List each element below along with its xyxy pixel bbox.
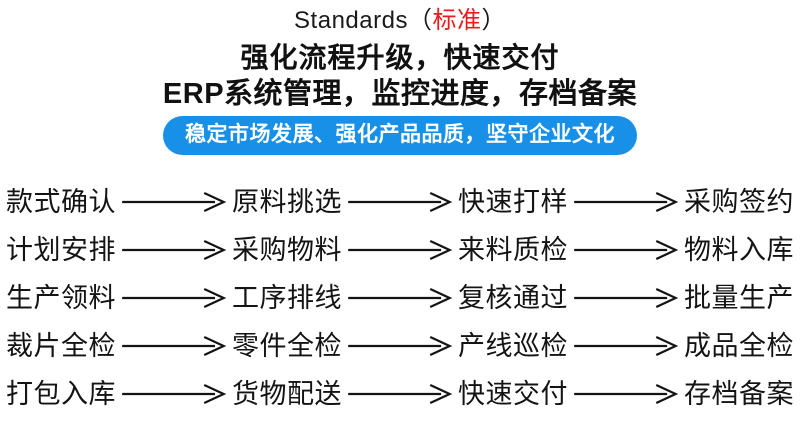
headline-line-2: ERP系统管理，监控进度，存档备案 bbox=[162, 78, 638, 110]
page-title-paren-close: ） bbox=[481, 7, 506, 34]
arrow-right-icon bbox=[568, 331, 684, 361]
flow-row: 生产领料 工序排线 复核通过 批量生产 bbox=[0, 274, 800, 322]
arrow-right-icon bbox=[116, 331, 232, 361]
flow-step: 存档备案 bbox=[684, 379, 794, 409]
flow-step: 产线巡检 bbox=[458, 331, 568, 361]
arrow-right-icon bbox=[568, 187, 684, 217]
flow-step: 快速打样 bbox=[458, 187, 568, 217]
arrow-right-icon bbox=[116, 283, 232, 313]
flow-step: 原料挑选 bbox=[232, 187, 342, 217]
arrow-right-icon bbox=[342, 331, 458, 361]
arrow-right-icon bbox=[342, 235, 458, 265]
arrow-right-icon bbox=[116, 379, 232, 409]
flow-step: 采购物料 bbox=[232, 235, 342, 265]
slogan-banner: 稳定市场发展、强化产品品质，坚守企业文化 bbox=[163, 116, 637, 155]
page-title-paren-open: （ bbox=[407, 7, 433, 34]
flow-row: 款式确认 原料挑选 快速打样 采购签约 bbox=[0, 178, 800, 226]
flow-step: 工序排线 bbox=[232, 283, 342, 313]
flow-step: 货物配送 bbox=[232, 379, 342, 409]
flow-step: 裁片全检 bbox=[6, 331, 116, 361]
flow-step: 快速交付 bbox=[458, 379, 568, 409]
flow-step: 零件全检 bbox=[232, 331, 342, 361]
arrow-right-icon bbox=[342, 283, 458, 313]
flow-step: 物料入库 bbox=[684, 235, 794, 265]
flow-step: 采购签约 bbox=[684, 187, 794, 217]
arrow-right-icon bbox=[568, 235, 684, 265]
arrow-right-icon bbox=[116, 235, 232, 265]
flow-step: 复核通过 bbox=[458, 283, 568, 313]
slogan-banner-wrap: 稳定市场发展、强化产品品质，坚守企业文化 bbox=[0, 116, 800, 155]
flow-row: 计划安排 采购物料 来料质检 物料入库 bbox=[0, 226, 800, 274]
flow-step: 来料质检 bbox=[458, 235, 568, 265]
flow-step: 成品全检 bbox=[684, 331, 794, 361]
process-flow: 款式确认 原料挑选 快速打样 采购签约计划安排 采购物料 来料质检 物料入库生产领料 工序排线… bbox=[0, 178, 800, 418]
page-title: Standards（标准） bbox=[0, 7, 800, 35]
page-title-chinese: 标准 bbox=[432, 7, 482, 34]
flow-step: 生产领料 bbox=[6, 283, 116, 313]
headline-line-1: 强化流程升级，快速交付 bbox=[240, 42, 560, 73]
arrow-right-icon bbox=[568, 283, 684, 313]
flow-step: 款式确认 bbox=[6, 187, 116, 217]
arrow-right-icon bbox=[568, 379, 684, 409]
flow-step: 计划安排 bbox=[6, 235, 116, 265]
arrow-right-icon bbox=[342, 379, 458, 409]
flow-step: 打包入库 bbox=[6, 379, 116, 409]
flow-row: 裁片全检 零件全检 产线巡检 成品全检 bbox=[0, 322, 800, 370]
page-title-english: Standards bbox=[294, 7, 408, 34]
header: Standards（标准） 强化流程升级，快速交付 ERP系统管理，监控进度，存… bbox=[0, 0, 800, 155]
arrow-right-icon bbox=[116, 187, 232, 217]
flow-step: 批量生产 bbox=[684, 283, 794, 313]
flow-row: 打包入库 货物配送 快速交付 存档备案 bbox=[0, 370, 800, 418]
arrow-right-icon bbox=[342, 187, 458, 217]
